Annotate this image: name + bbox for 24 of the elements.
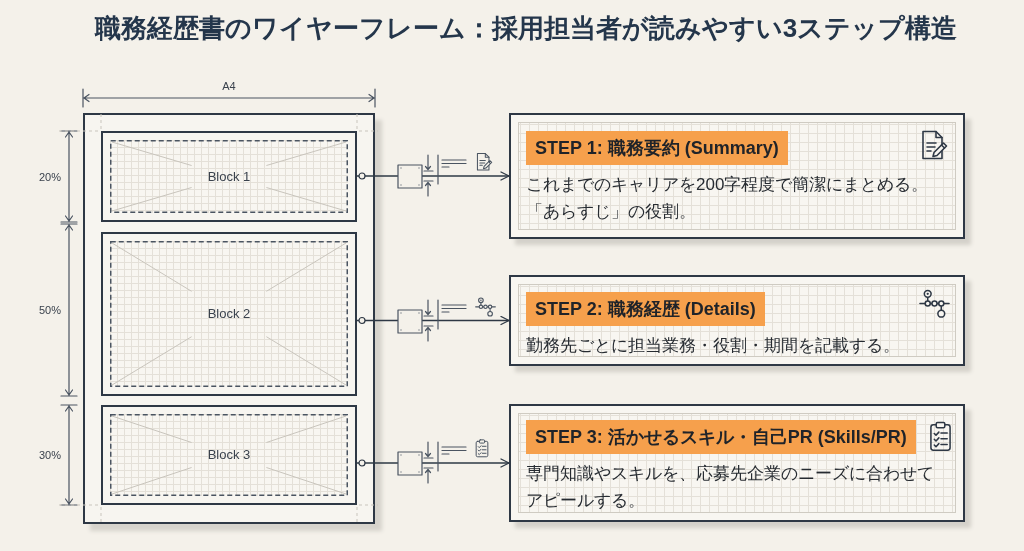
dimension-label: 20%	[39, 169, 61, 184]
step-heading: STEP 3: 活かせるスキル・自己PR (Skills/PR)	[526, 420, 916, 454]
dimension-label: A4	[222, 79, 236, 93]
step-description: 専門知識やスキルを、応募先企業のニーズに合わせてアピールする。	[526, 463, 935, 512]
block-label: Block 1	[207, 168, 251, 185]
dimension-label: 50%	[39, 303, 61, 317]
page-frame	[83, 113, 375, 524]
connector-arrow	[356, 315, 510, 326]
wireframe-block	[101, 232, 357, 396]
connector-arrow	[356, 171, 510, 181]
wireframe-block	[101, 131, 357, 222]
block-label: Block 3	[207, 447, 251, 463]
title: 職務経歴書のワイヤーフレーム：採用担当者が読みやすい3ステップ構造	[94, 12, 958, 45]
step-card	[509, 404, 965, 522]
dimension-label: 30%	[39, 448, 61, 462]
step-description: これまでのキャリアを200字程度で簡潔にまとめる。「あらすじ」の役割。	[526, 174, 930, 223]
step-card	[509, 275, 965, 366]
step-heading: STEP 1: 職務要約 (Summary)	[526, 131, 788, 165]
step-card	[509, 113, 965, 239]
wireframe-block	[101, 405, 357, 505]
step-heading: STEP 2: 職務経歴 (Details)	[526, 292, 765, 326]
step-description: 勤務先ごとに担当業務・役割・期間を記載する。	[526, 335, 900, 357]
block-label: Block 2	[207, 306, 251, 322]
connector-arrow	[356, 458, 510, 468]
